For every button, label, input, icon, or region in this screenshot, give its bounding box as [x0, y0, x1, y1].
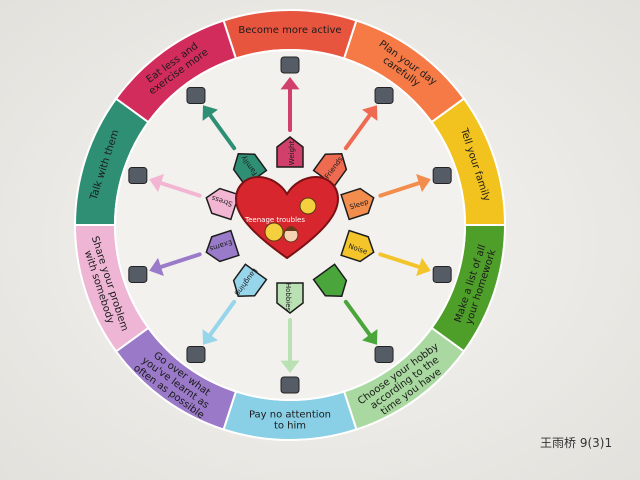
tag-exams: Exams: [205, 229, 240, 263]
arrow-noise: [378, 252, 426, 271]
tag-sleep: Sleep: [340, 187, 375, 221]
tag-noise: Noise: [340, 229, 375, 263]
heart-label: Teenage troubles: [244, 216, 305, 224]
center-heart: Teenage troubles: [234, 175, 340, 260]
arrowhead-family: [202, 105, 218, 121]
tag-block: [276, 282, 304, 314]
ring-label-line: Become more active: [238, 25, 341, 36]
arrowhead-exams: [149, 257, 164, 276]
ring-label-active: Become more active: [238, 25, 341, 36]
signature: 王雨桥 9(3)1: [540, 436, 612, 450]
smiley-face-icon: [264, 222, 284, 242]
arrow-stress: [154, 179, 202, 198]
tag-block: [340, 229, 375, 263]
arrowhead-laughing: [202, 329, 218, 345]
doodle-icon-exams: [128, 265, 148, 283]
doodle-icon-friends: [374, 87, 394, 105]
tag-block: [205, 229, 240, 263]
arrowhead-noise: [416, 257, 431, 276]
arrowhead-sleep: [416, 174, 431, 193]
arrow-family: [205, 109, 237, 151]
doodle-icon-laughing: [186, 345, 206, 363]
tag-hobbies: Hobbies: [276, 282, 304, 314]
doodle-icon-homework: [374, 345, 394, 363]
problem-tags: WeightFriendsSleepNoiseHobbiesLaughingEx…: [205, 136, 375, 314]
arrowhead-hobbies: [280, 360, 300, 373]
doodle-icon-sleep: [432, 167, 452, 185]
doodle-icon-hobbies: [280, 376, 300, 394]
arrow-laughing: [205, 299, 237, 341]
tag-family: Family: [232, 153, 268, 187]
girl-hair-icon: [284, 226, 298, 231]
arrow-sleep: [378, 179, 426, 198]
arrowhead-homework: [362, 329, 378, 345]
ring-label-line: Pay no attention: [249, 410, 331, 421]
ring-label-line: to him: [274, 421, 306, 432]
tag-homework: [312, 263, 348, 297]
doodle-icon-noise: [432, 265, 452, 283]
arrow-friends: [343, 109, 375, 151]
arrow-rays: [128, 56, 452, 394]
doodle-icon-weight: [280, 56, 300, 74]
tag-block: [312, 263, 348, 297]
tag-block: [340, 187, 375, 221]
tag-weight: Weight: [276, 136, 304, 168]
arrowhead-stress: [149, 174, 164, 193]
arrowhead-weight: [280, 77, 300, 90]
arrow-homework: [343, 299, 375, 341]
doodle-icon-stress: [128, 167, 148, 185]
tag-block: [232, 153, 268, 187]
arrow-exams: [154, 252, 202, 271]
heart-shape: [234, 175, 340, 260]
tag-block: [232, 263, 268, 297]
doodle-icon-family: [186, 87, 206, 105]
tag-label: Weight: [288, 141, 296, 166]
tag-block: [276, 136, 304, 168]
smiley-face-icon: [299, 197, 317, 215]
arrowhead-friends: [362, 105, 378, 121]
tag-label: Hobbies: [284, 283, 292, 312]
